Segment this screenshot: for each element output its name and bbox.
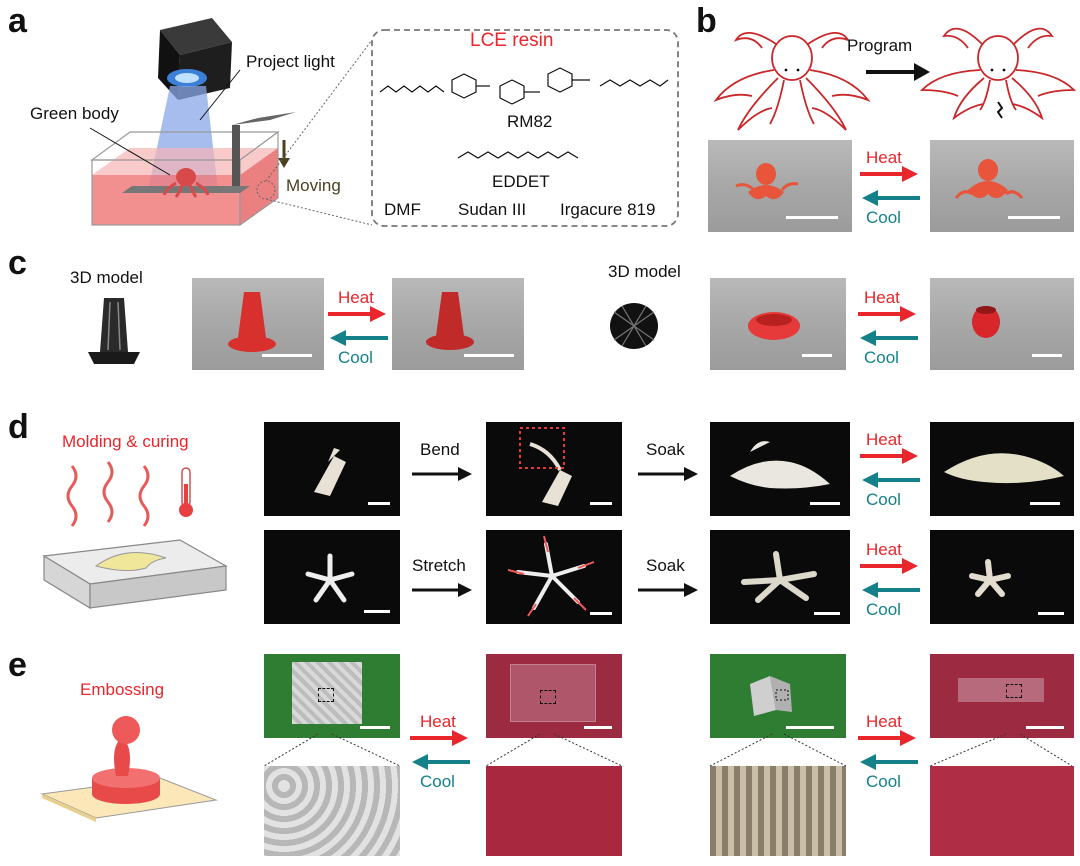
dmf-label: DMF xyxy=(384,200,421,219)
soak2-label: Soak xyxy=(646,556,685,575)
octopus-drawing-2 xyxy=(919,27,1077,121)
d-heat-cool-arrows-1 xyxy=(860,448,920,488)
bend-arrow-icon xyxy=(412,467,472,481)
embossed-zoom-1 xyxy=(264,766,400,856)
projector-icon xyxy=(158,18,232,100)
c-heat2-label: Heat xyxy=(864,288,900,307)
bend-label: Bend xyxy=(420,440,460,459)
crocodile-photo-soaked xyxy=(710,422,850,516)
soak2-arrow-icon xyxy=(638,583,698,597)
starfish-photo-soaked xyxy=(710,530,850,624)
octopus-photo-cool xyxy=(708,140,852,232)
c-model1-label: 3D model xyxy=(70,268,143,287)
d-cool2-label: Cool xyxy=(866,600,901,619)
crocodile-photo-heated xyxy=(930,422,1074,516)
tower-photo-cool xyxy=(192,278,324,370)
d-heat2-label: Heat xyxy=(866,540,902,559)
project-light-label: Project light xyxy=(246,52,335,71)
flat-zoom-2 xyxy=(930,766,1074,856)
flat-zoom-1 xyxy=(486,766,622,856)
green-body-label: Green body xyxy=(30,104,119,123)
stretch-label: Stretch xyxy=(412,556,466,575)
octopus-green-body xyxy=(162,168,210,198)
program-label: Program xyxy=(847,36,913,55)
zoom-lines-1 xyxy=(263,733,401,767)
zoom-lines-4 xyxy=(929,733,1073,767)
starfish-photo-stretched xyxy=(486,530,622,624)
crocodile-photo-initial xyxy=(264,422,400,516)
tower-model-icon xyxy=(88,298,140,364)
embossing-label: Embossing xyxy=(80,680,165,699)
stretch-arrow-icon xyxy=(412,583,472,597)
octopus-photo-heat xyxy=(930,140,1074,232)
lattice-model-icon xyxy=(610,303,658,349)
c-heat-cool-arrows-2 xyxy=(858,306,918,346)
moving-label: Moving xyxy=(286,176,341,195)
panel-letter-c: c xyxy=(8,244,27,282)
c-heat-cool-arrows-1 xyxy=(328,306,388,346)
tower-photo-heat xyxy=(392,278,524,370)
crocodile-photo-bent xyxy=(486,422,622,516)
rm82-structure xyxy=(379,67,669,105)
lattice-photo-cool xyxy=(710,278,846,370)
flat-sheet-photo-1 xyxy=(486,654,622,738)
eddet-label: EDDET xyxy=(492,172,550,191)
starfish-photo-initial xyxy=(264,530,400,624)
resin-tank xyxy=(90,130,280,227)
rm82-label: RM82 xyxy=(507,112,553,131)
zoom-lines-3 xyxy=(709,733,847,767)
flat-sheet-photo-2 xyxy=(930,654,1074,738)
panel-letter-e: e xyxy=(8,646,27,684)
build-platform xyxy=(122,112,296,193)
e-cool1-label: Cool xyxy=(420,772,455,791)
e-heat-cool-arrows-2 xyxy=(858,730,918,770)
panel-letter-d: d xyxy=(8,408,29,446)
program-arrow-icon xyxy=(866,63,930,81)
soak1-label: Soak xyxy=(646,440,685,459)
e-heat1-label: Heat xyxy=(420,712,456,731)
sudan-label: Sudan III xyxy=(458,200,527,219)
molding-label: Molding & curing xyxy=(62,432,189,451)
e-cool2-label: Cool xyxy=(866,772,901,791)
octopus-drawing-1 xyxy=(713,32,871,131)
e-heat2-label: Heat xyxy=(866,712,902,731)
panel-letter-b: b xyxy=(696,2,717,40)
soak1-arrow-icon xyxy=(638,467,698,481)
e-heat-cool-arrows-1 xyxy=(410,730,470,770)
zoom-lines-2 xyxy=(485,733,623,767)
eddet-structure xyxy=(457,151,579,159)
c-model2-label: 3D model xyxy=(608,262,681,281)
stamp-illustration xyxy=(40,716,218,822)
resin-box xyxy=(371,29,679,227)
d-heat-cool-arrows-2 xyxy=(860,558,920,598)
d-heat1-label: Heat xyxy=(866,430,902,449)
embossed-sheet-photo-1 xyxy=(264,654,400,738)
starfish-photo-heated xyxy=(930,530,1074,624)
embossed-pattern-zoom xyxy=(710,766,846,856)
lattice-photo-heat xyxy=(930,278,1074,370)
c-cool1-label: Cool xyxy=(338,348,373,367)
molding-illustration xyxy=(42,461,228,610)
b-heat-cool-arrows xyxy=(860,166,920,206)
panel-letter-a: a xyxy=(8,2,27,40)
c-cool2-label: Cool xyxy=(864,348,899,367)
d-cool1-label: Cool xyxy=(866,490,901,509)
b-cool-label: Cool xyxy=(866,208,901,227)
lce-resin-title: LCE resin xyxy=(470,30,554,51)
irgacure-label: Irgacure 819 xyxy=(560,200,656,219)
c-heat1-label: Heat xyxy=(338,288,374,307)
embossed-folded-photo xyxy=(710,654,846,738)
b-heat-label: Heat xyxy=(866,148,902,167)
